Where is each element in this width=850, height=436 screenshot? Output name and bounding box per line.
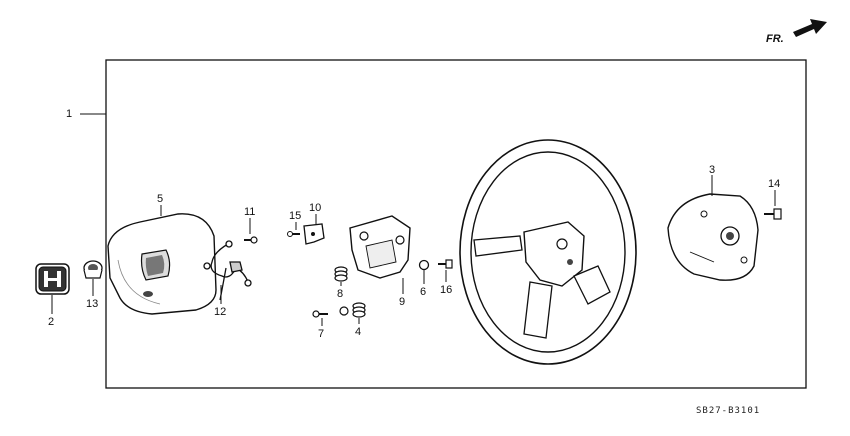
part-bolt-14	[764, 208, 782, 220]
part-screw-7	[312, 310, 328, 318]
callout-8: 8	[337, 288, 344, 300]
front-direction-label: FR.	[766, 33, 784, 45]
part-bracket-10	[303, 223, 325, 245]
part-contact-plate	[349, 215, 411, 279]
callout-3: 3	[709, 164, 716, 176]
part-washer-6	[418, 259, 430, 271]
callout-15: 15	[289, 210, 302, 222]
part-rear-cover	[667, 193, 759, 281]
part-screw-15	[287, 231, 300, 237]
part-spring-8	[334, 266, 348, 282]
callout-9: 9	[399, 296, 406, 308]
callout-1: 1	[66, 108, 73, 120]
part-emblem	[35, 263, 70, 295]
part-nut	[83, 260, 103, 279]
callout-7: 7	[318, 328, 325, 340]
drawing-code: SB27-B3101	[696, 406, 761, 416]
part-screw-11	[244, 236, 258, 244]
assembly-frame	[105, 59, 807, 389]
part-wire-harness	[203, 240, 252, 301]
callout-16: 16	[440, 284, 453, 296]
part-bolt-16	[438, 259, 453, 269]
callout-13: 13	[86, 298, 99, 310]
callout-5: 5	[157, 193, 164, 205]
part-steering-wheel	[459, 139, 637, 365]
front-arrow-icon	[793, 19, 827, 37]
part-spring-4	[352, 302, 366, 318]
callout-4: 4	[355, 326, 362, 338]
part-pad-cover	[107, 213, 217, 315]
callout-12: 12	[214, 306, 227, 318]
part-washer	[339, 306, 349, 316]
callout-2: 2	[48, 316, 55, 328]
callout-14: 14	[768, 178, 781, 190]
callout-6: 6	[420, 286, 427, 298]
callout-10: 10	[309, 202, 322, 214]
callout-11: 11	[244, 206, 256, 218]
